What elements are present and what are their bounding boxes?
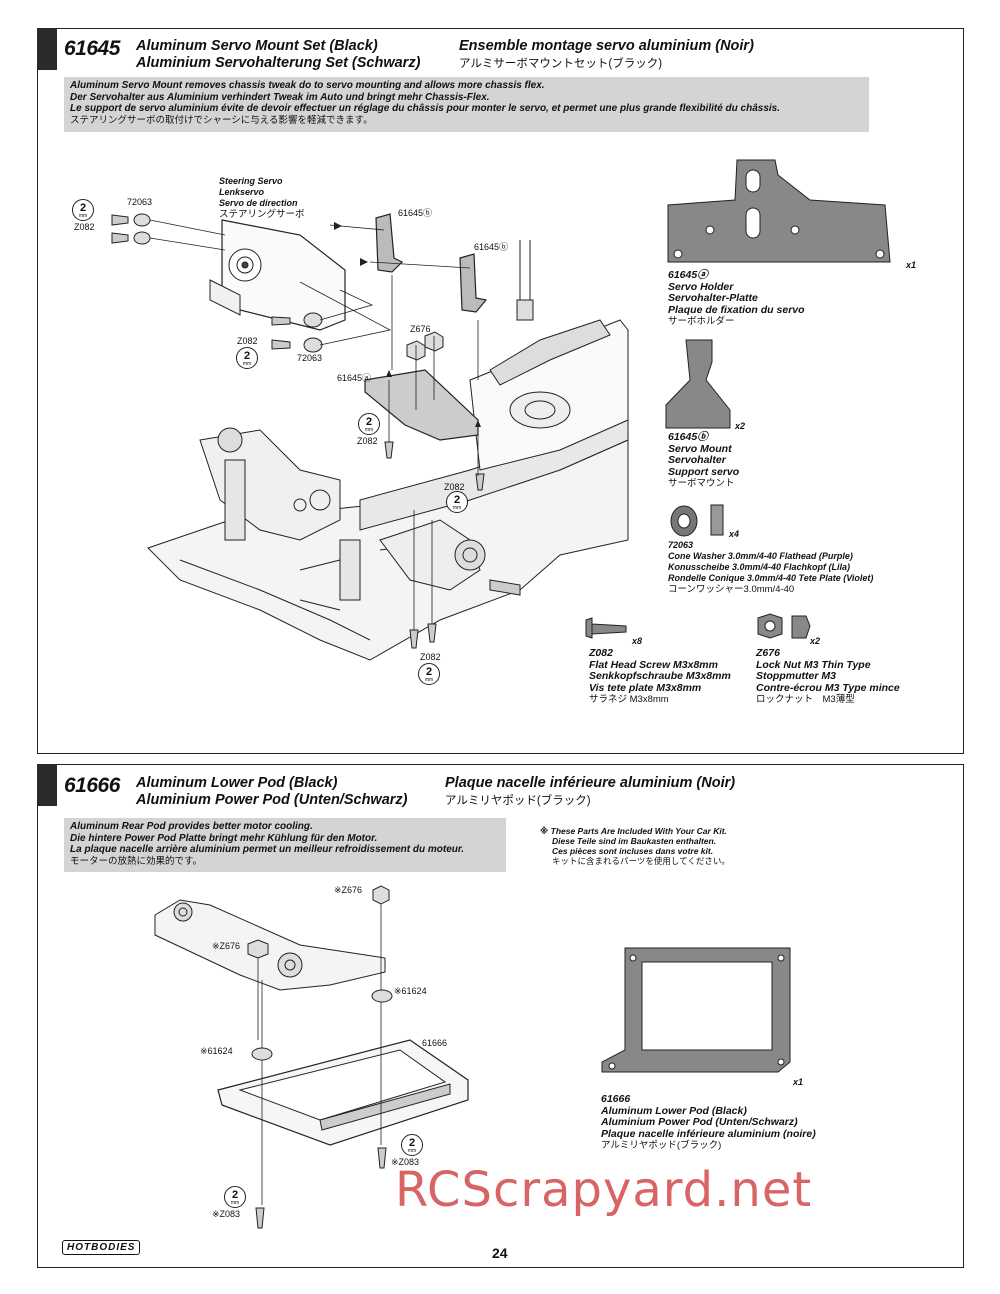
note-box: Aluminum Servo Mount removes chassis twe…: [64, 77, 869, 132]
label-61624: ※61624: [200, 1046, 233, 1056]
label-z082: Z082: [237, 336, 258, 346]
watermark: RCScrapyard.net: [395, 1162, 813, 1218]
qty-flat-screw: x8: [632, 636, 643, 646]
qty-cone-washer: x4: [729, 529, 740, 539]
kit-parts-note: ※ These Parts Are Included With Your Car…: [540, 826, 730, 866]
part-servo-mount: 61645ⓑ Servo Mount Servohalter Support s…: [668, 431, 740, 489]
hotbodies-logo: HOTBODIES: [62, 1240, 141, 1255]
label-z676: ※Z676: [334, 885, 363, 895]
flat-screw-drawing: [585, 617, 627, 639]
label-61666: 61666: [422, 1038, 448, 1048]
qty-servo-mount: x2: [735, 421, 746, 431]
qty-lock-nut: x2: [810, 636, 821, 646]
note-fr: La plaque nacelle arrière aluminium perm…: [70, 844, 465, 855]
label-z676: ※Z676: [212, 941, 241, 951]
note-de: Die hintere Power Pod Platte bringt mehr…: [70, 832, 378, 844]
label-72063: 72063: [127, 197, 153, 207]
title-fr: Ensemble montage servo aluminium (Noir): [459, 38, 754, 54]
label-z082: Z082: [420, 652, 441, 662]
note-jp: モーターの放熱に効果的です。: [70, 855, 203, 867]
label-z082: Z082: [444, 482, 465, 492]
note-en: Aluminum Rear Pod provides better motor …: [70, 821, 313, 832]
part-lock-nut: Z676 Lock Nut M3 Thin Type Stoppmutter M…: [756, 647, 900, 705]
label-z083: ※Z083: [212, 1209, 241, 1219]
part-number-61645: 61645: [64, 37, 120, 60]
part-flat-screw: Z082 Flat Head Screw M3x8mm Senkkopfschr…: [589, 647, 731, 705]
servo-mount-drawing: [665, 339, 731, 429]
part-lower-pod: 61666 Aluminum Lower Pod (Black) Alumini…: [601, 1093, 816, 1151]
section-lower-pod: [37, 764, 964, 1268]
note-box: Aluminum Rear Pod provides better motor …: [64, 818, 506, 872]
title-jp: アルミリヤポッド(ブラック): [445, 795, 591, 807]
note-de: Der Servohalter aus Aluminium verhindert…: [70, 91, 490, 103]
part-number-61666: 61666: [64, 774, 120, 797]
note-fr: Le support de servo aluminium évite de d…: [70, 103, 781, 114]
title-de: Aluminium Power Pod (Unten/Schwarz): [136, 792, 408, 808]
note-jp: ステアリングサーボの取付けでシャーシに与える影響を軽減できます。: [70, 114, 373, 126]
section-servo-mount: [37, 28, 964, 754]
part-cone-washer: 72063 Cone Washer 3.0mm/4-40 Flathead (P…: [668, 540, 874, 595]
label-61624: ※61624: [394, 986, 427, 996]
page-number: 24: [492, 1245, 508, 1261]
label-z082: Z082: [357, 436, 378, 446]
label-z083: ※Z083: [391, 1157, 420, 1167]
title-jp: アルミサーボマウントセット(ブラック): [459, 58, 663, 70]
label-61645a: 61645ⓐ: [337, 373, 372, 383]
servo-mount-assembly-drawing: [111, 159, 891, 661]
qty-lower-pod: x1: [793, 1077, 804, 1087]
title-de: Aluminium Servohalterung Set (Schwarz): [136, 55, 421, 71]
qty-servo-holder: x1: [906, 260, 917, 270]
label-z676: Z676: [410, 324, 431, 334]
label-61645b: 61645ⓑ: [398, 208, 433, 218]
section-tab: [37, 764, 57, 806]
part-servo-holder: 61645ⓐ Servo Holder Servohalter-Platte P…: [668, 269, 805, 327]
label-61645b: 61645ⓑ: [474, 242, 509, 252]
steering-servo-label: Steering Servo Lenkservo Servo de direct…: [219, 176, 305, 220]
title-en: Aluminum Lower Pod (Black): [136, 775, 338, 791]
label-z082: Z082: [74, 222, 95, 232]
title-en: Aluminum Servo Mount Set (Black): [136, 38, 378, 54]
servo-holder-drawing: [667, 159, 891, 263]
note-en: Aluminum Servo Mount removes chassis twe…: [70, 80, 545, 91]
section-tab: [37, 28, 57, 70]
title-fr: Plaque nacelle inférieure aluminium (Noi…: [445, 775, 736, 791]
label-72063: 72063: [297, 353, 323, 363]
